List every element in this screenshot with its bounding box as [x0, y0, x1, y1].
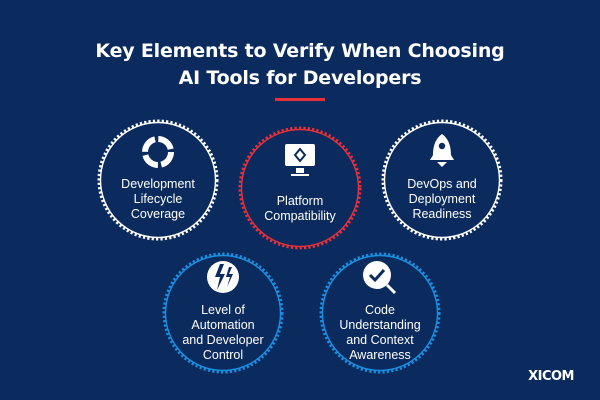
element-label-line: Compatibility	[264, 209, 336, 223]
element-label-line: Platform	[276, 194, 324, 208]
element-label-line: and Context	[346, 333, 414, 347]
title-line-1: Key Elements to Verify When Choosing	[95, 40, 505, 62]
element-platform-compatibility: Platform Compatibility	[236, 124, 364, 252]
cycle-icon	[142, 136, 174, 168]
element-label-line: Understanding	[339, 318, 421, 332]
brand-logo: XICOM	[528, 369, 574, 384]
element-automation-control: Level of Automation and Developer Contro…	[160, 250, 286, 376]
title-line-2: AI Tools for Developers	[178, 67, 422, 89]
element-label-line: Development	[121, 177, 195, 191]
element-label-line: Lifecycle	[133, 192, 183, 206]
monitor-icon	[285, 144, 315, 176]
element-label-line: DevOps and	[407, 177, 477, 191]
scalloped-ring	[319, 252, 441, 374]
element-label-line: Control	[202, 348, 244, 362]
element-label-line: Deployment	[408, 192, 476, 206]
element-label-line: and Developer	[182, 333, 264, 347]
scalloped-ring	[162, 252, 284, 374]
scalloped-ring	[381, 119, 503, 241]
magnifier-check-icon	[363, 261, 397, 295]
element-label-line: Level of	[201, 303, 245, 317]
scalloped-ring	[238, 126, 362, 250]
element-devops-readiness: DevOps and Deployment Readiness	[379, 117, 505, 243]
element-label-line: Coverage	[130, 207, 186, 221]
element-label-line: Awareness	[349, 348, 411, 362]
rocket-icon	[430, 134, 454, 167]
element-lifecycle-coverage: Development Lifecycle Coverage	[95, 117, 221, 243]
element-label-line: Code	[365, 303, 395, 317]
lightning-icon	[207, 261, 239, 293]
page-title: Key Elements to Verify When Choosing AI …	[0, 38, 600, 92]
element-code-understanding: Code Understanding and Context Awareness	[317, 250, 443, 376]
scalloped-ring	[97, 119, 219, 241]
title-underline	[275, 98, 325, 101]
element-label-line: Readiness	[412, 207, 472, 221]
element-label-line: Automation	[191, 318, 255, 332]
